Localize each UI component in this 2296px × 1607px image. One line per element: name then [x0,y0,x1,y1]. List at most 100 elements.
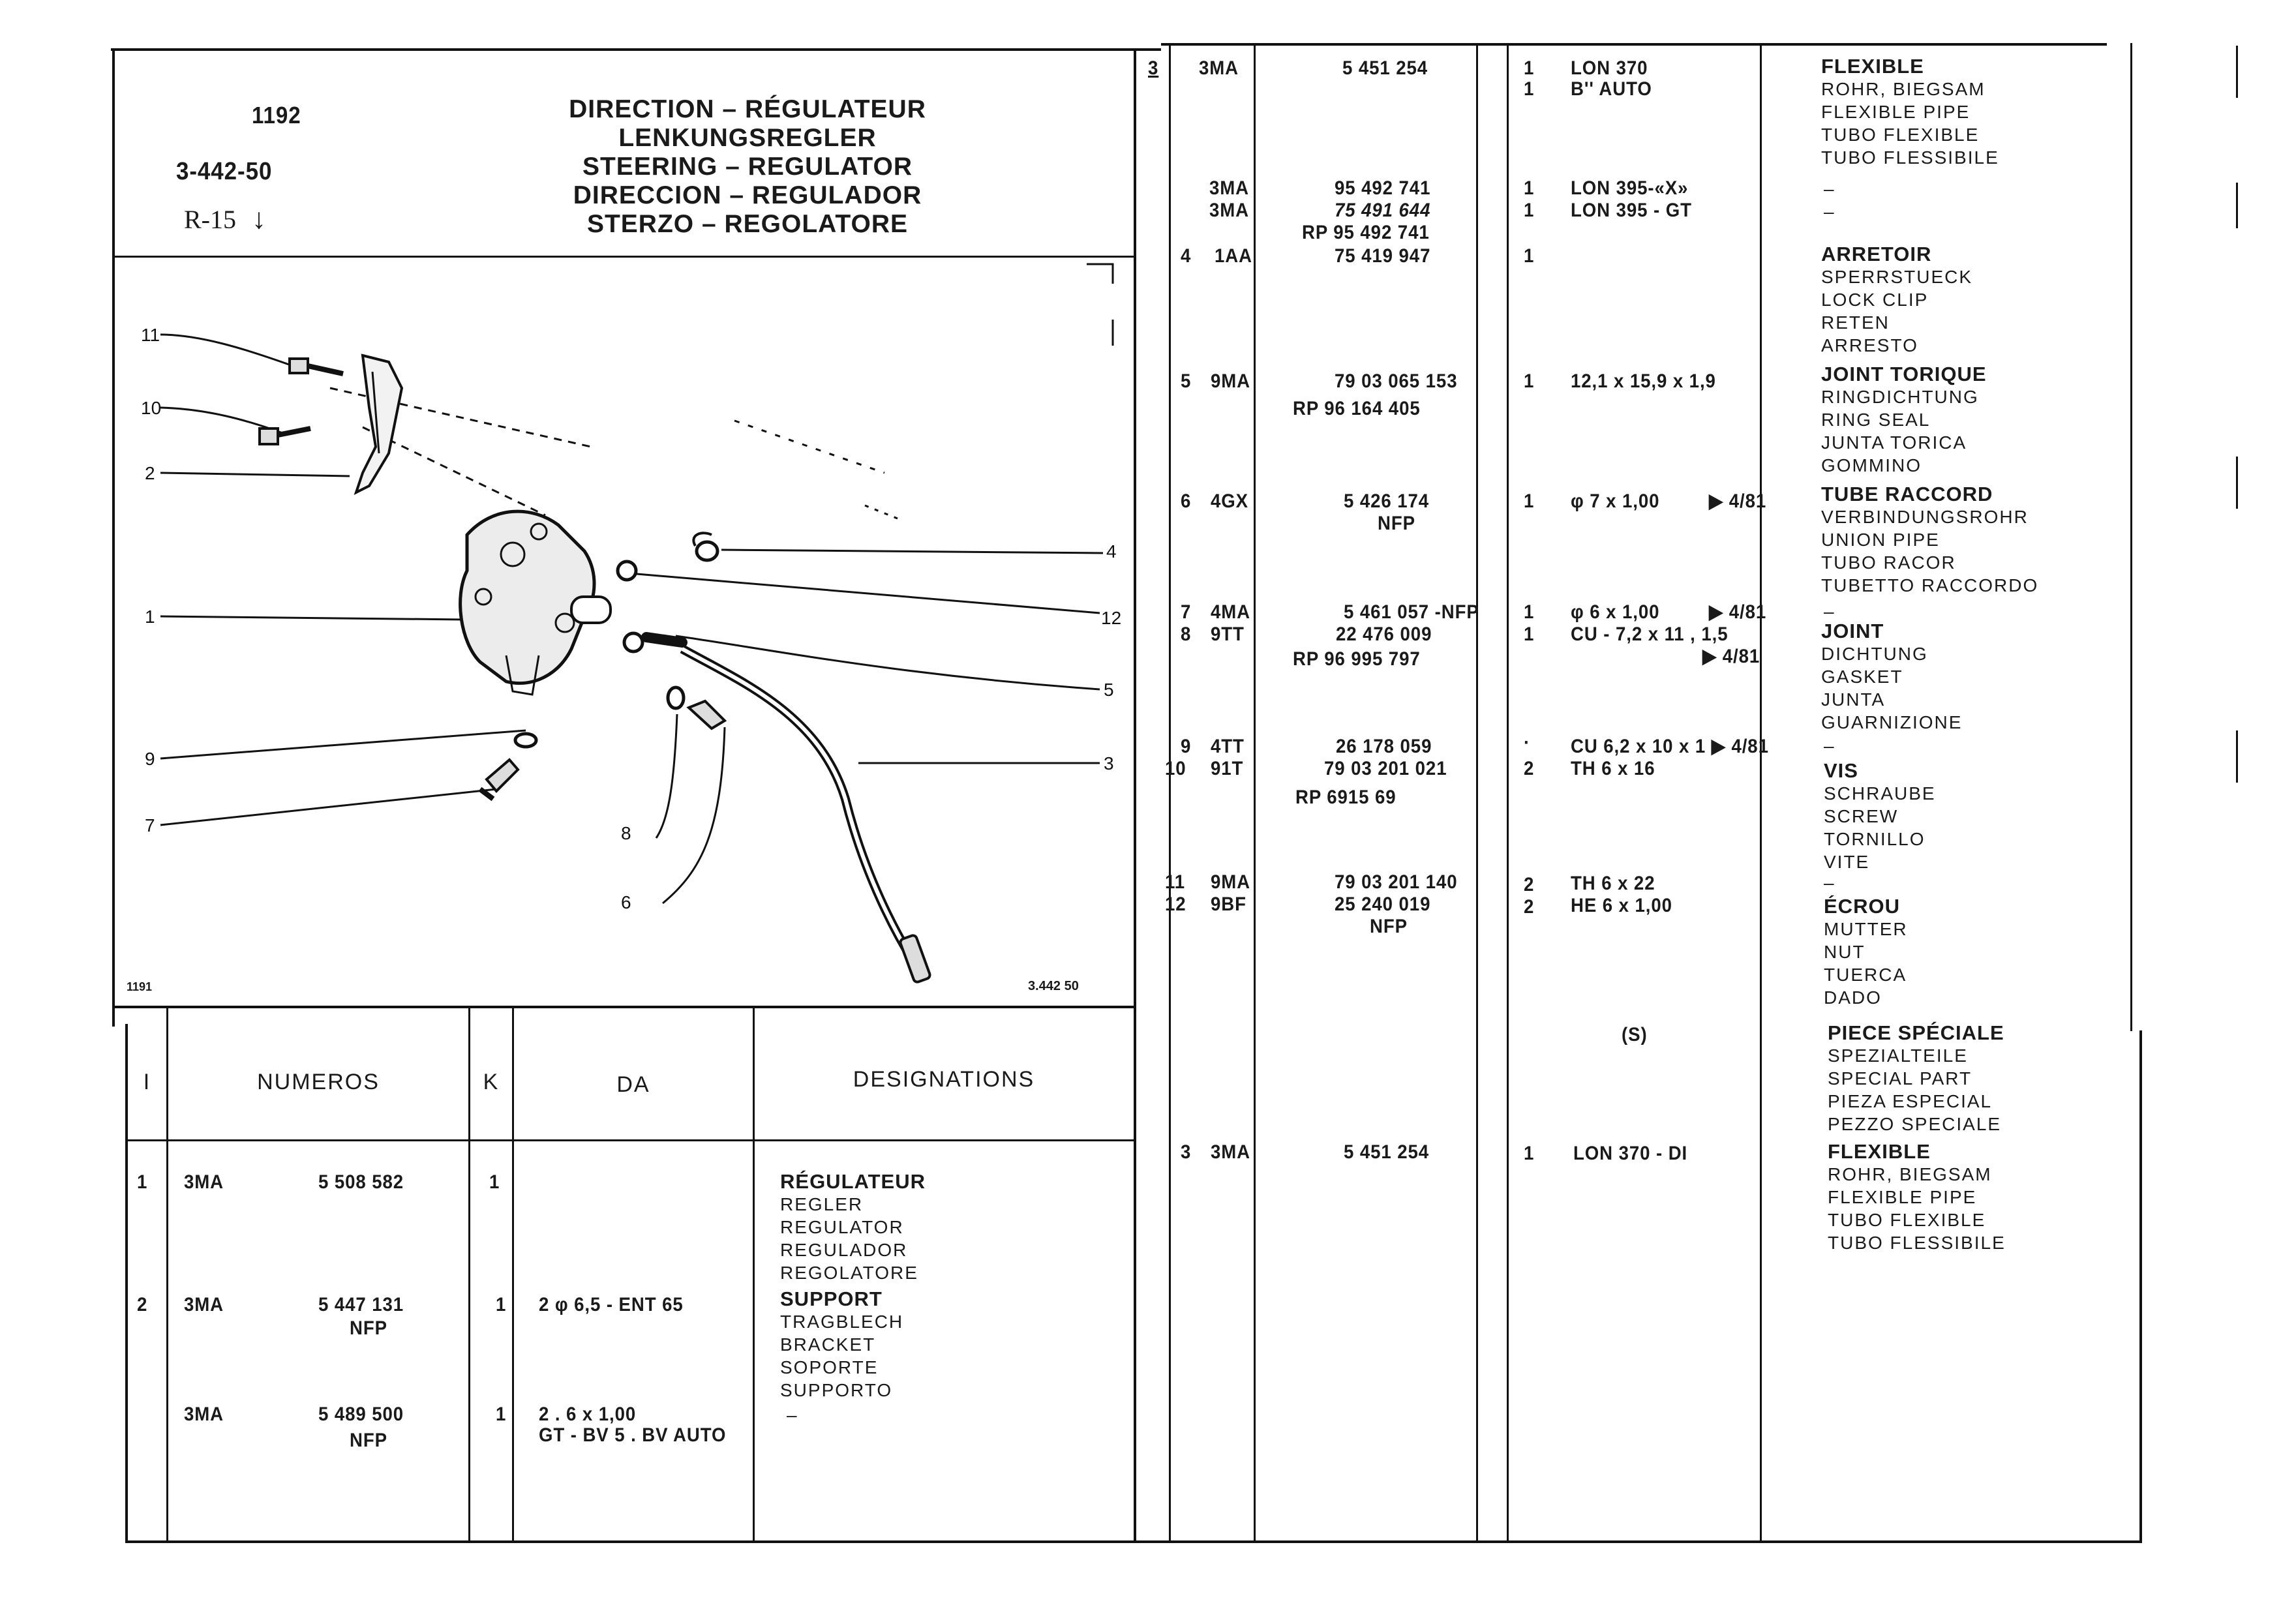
col-line-i [166,1008,168,1542]
right-row-11-grp: 9MA [1211,871,1251,893]
catalog-code: 1192 [252,102,301,128]
desig-line: JOINT [1821,620,1884,642]
title-es: DIRECCION – REGULADOR [573,181,922,209]
left-row-3-designations: – [787,1404,798,1426]
desig-line: DADO [1824,987,1882,1008]
route-text: R-15 [184,205,236,234]
right-row-3b-k: 1 [1524,1143,1535,1164]
title-en: STEERING – REGULATOR [582,153,913,181]
callout-9: 9 [145,749,155,769]
desig-line: SPERRSTUECK [1821,267,1973,287]
left-row-1-designations: RÉGULATEUR REGLER REGULATOR REGULADOR RE… [780,1170,926,1284]
desig-line: SUPPORTO [780,1380,893,1400]
left-row-2-grp: 3MA [184,1294,224,1315]
desig-line: DICHTUNG [1821,644,1928,664]
title-de: LENKUNGSREGLER [618,124,877,152]
desig-line: SCREW [1824,806,1899,826]
right-row-7-i: 7 [1181,601,1192,623]
right-row-10-grp: 91T [1211,758,1244,779]
desig-line: GUARNIZIONE [1821,712,1963,732]
right-row-4-grp: 1AA [1215,245,1252,267]
col-line-k [512,1008,514,1542]
right-row-3b-grp: 3MA [1211,1141,1251,1163]
left-row-3-da2: GT - BV 5 . BV AUTO [539,1424,727,1446]
right-row-3-grp: 3MA [1199,57,1239,79]
right-row-4-k: 1 [1524,245,1535,267]
callout-5: 5 [1104,680,1114,700]
margin-mark [2236,46,2238,98]
desig-line: TORNILLO [1824,829,1926,849]
right-row-8-da: CU - 7,2 x 11 , 1,5 [1571,623,1729,645]
rcol-line-desig [1760,46,1762,1542]
desig-line: FLEXIBLE [1821,55,1924,78]
right-row-3b-num: 5 451 254 [1344,1141,1430,1163]
desig-line: FLEXIBLE [1828,1140,1931,1163]
right-row-10-i: 10 [1165,758,1186,779]
frame-top-left [111,48,1161,51]
rcol-line-k [1476,46,1478,1542]
desig-line: SPECIAL PART [1828,1068,1972,1089]
desig-line: PEZZO SPECIALE [1828,1114,2002,1134]
right-row-8-da2: ▶ 4/81 [1702,646,1760,667]
desig-line: BRACKET [780,1334,876,1355]
right-row-5-num: 79 03 065 153 [1335,370,1458,392]
left-row-1-num: 5 508 582 [318,1171,404,1193]
right-row-7-designations: – [1824,600,1835,623]
diagram-id-right: 3.442 50 [1028,979,1079,993]
desig-line: TUBO FLEXIBLE [1821,125,1980,145]
desig-line: SCHRAUBE [1824,783,1936,804]
right-row-11-i: 11 [1165,871,1186,893]
header-block: 1192 3-442-50 R-15 ↓ DIRECTION – RÉGULAT… [115,51,1134,254]
right-row-7-da: φ 6 x 1,00 [1571,601,1660,623]
right-row-10-num2: RP 6915 69 [1295,787,1397,808]
desig-line: MUTTER [1824,919,1908,939]
desig-line: SUPPORT [780,1287,883,1310]
right-row-6-da2: ▶ 4/81 [1709,490,1767,512]
right-row-5-k: 1 [1524,370,1535,392]
right-row-9-num: 26 178 059 [1336,736,1432,757]
right-row-6-designations: TUBE RACCORD VERBINDUNGSROHR UNION PIPE … [1821,483,2038,597]
right-row-12-num: 25 240 019 [1335,894,1431,915]
desig-line: REGLER [780,1194,864,1214]
right-row-3-i: 3 [1148,57,1159,79]
desig-line: JOINT TORIQUE [1821,363,1987,385]
desig-line: REGULATOR [780,1217,904,1237]
callout-4: 4 [1106,541,1117,562]
rcol-line-i [1169,46,1171,1542]
left-row-1-k: 1 [489,1171,500,1193]
right-row-8-designations: JOINT DICHTUNG GASKET JUNTA GUARNIZIONE [1821,620,1962,734]
callout-8: 8 [621,823,631,843]
right-row-6-k: 1 [1524,490,1535,512]
right-row-12-k: 2 [1524,896,1535,918]
right-row-5-num2: RP 96 164 405 [1293,398,1421,419]
callout-1: 1 [145,607,155,627]
frame-top-right [1161,43,2107,46]
desig-line: TRAGBLECH [780,1312,904,1332]
right-row-12-da: HE 6 x 1,00 [1571,895,1672,916]
desig-line: PIECE SPÉCIALE [1828,1021,2004,1044]
desig-line: LOCK CLIP [1821,290,1929,310]
right-row-3-da1: LON 370 [1571,57,1648,79]
right-row-11-da: TH 6 x 22 [1571,873,1655,894]
desig-line: TUERCA [1824,965,1907,985]
callout-10: 10 [141,398,161,418]
right-row-5-da: 12,1 x 15,9 x 1,9 [1571,370,1716,392]
right-row-4-num: 75 419 947 [1335,245,1431,267]
right-row-8-grp: 9TT [1211,623,1245,645]
right-row-5-grp: 9MA [1211,370,1251,392]
desig-line: GASKET [1821,667,1903,687]
left-table-header-divider [125,1139,1135,1141]
desig-line: VITE [1824,852,1870,872]
desig-line: ARRETOIR [1821,243,1932,265]
desig-line: RING SEAL [1821,410,1931,430]
col-line-da [753,1008,755,1542]
left-row-3-num2: NFP [350,1430,387,1451]
desig-line: TUBO RACOR [1821,552,1956,573]
desig-line: ÉCROU [1824,895,1900,918]
desig-line: REGULADOR [780,1240,908,1260]
right-row-6-i: 6 [1181,490,1192,512]
desig-line: – [1824,601,1835,622]
left-row-2-k: 1 [496,1294,507,1315]
left-row-1-grp: 3MA [184,1171,224,1193]
col-header-designations: DESIGNATIONS [853,1067,1035,1092]
